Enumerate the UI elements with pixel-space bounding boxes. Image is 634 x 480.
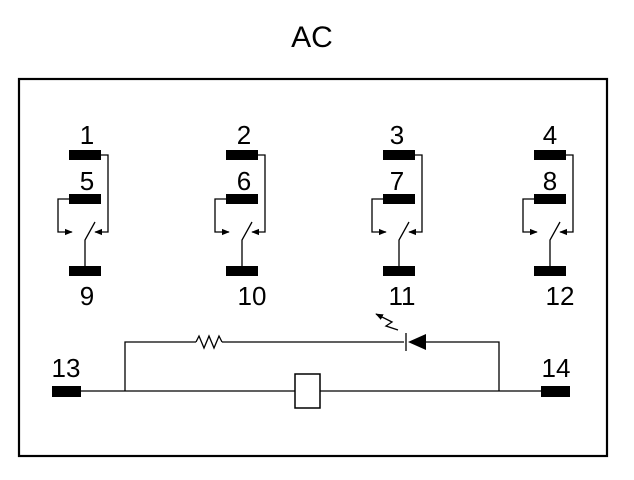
terminal-pad-7 (383, 194, 415, 204)
normally-open-wire (251, 154, 266, 236)
terminal-pad-11 (383, 266, 415, 276)
indicator-wire-right (426, 341, 500, 391)
relay-coil (294, 373, 321, 409)
terminal-label-5: 5 (80, 166, 94, 196)
switch-blade (549, 221, 561, 266)
normally-closed-wire (522, 198, 538, 236)
terminal-pad-13 (52, 386, 81, 397)
terminal-pad-8 (534, 194, 566, 204)
terminal-label-11: 11 (389, 281, 416, 311)
led-diode-symbol (408, 334, 426, 350)
diagram-title: AC (291, 21, 333, 54)
relay-housing-frame (17, 77, 609, 458)
terminal-label-12: 12 (546, 281, 575, 311)
terminal-label-14: 14 (542, 353, 571, 383)
terminal-pad-4 (534, 150, 566, 160)
terminal-pad-5 (69, 194, 101, 204)
terminal-pad-3 (383, 150, 415, 160)
terminal-pad-6 (226, 194, 258, 204)
terminal-label-4: 4 (543, 120, 557, 150)
terminal-label-10: 10 (238, 281, 267, 311)
terminal-label-9: 9 (80, 281, 94, 311)
terminal-pad-2 (226, 150, 258, 160)
terminal-label-2: 2 (237, 120, 251, 150)
terminal-label-3: 3 (390, 120, 404, 150)
normally-open-wire (94, 154, 109, 236)
normally-open-wire (408, 154, 423, 236)
normally-closed-wire (214, 198, 230, 236)
contact-pole-1 (57, 150, 109, 276)
light-emission-arrow (375, 313, 399, 331)
terminal-label-1: 1 (80, 120, 94, 150)
normally-closed-wire (57, 198, 73, 236)
indicator-wire-left (124, 341, 196, 391)
terminal-pad-10 (226, 266, 258, 276)
contact-pole-4 (522, 150, 574, 276)
switch-blade (84, 221, 96, 266)
contact-pole-3 (371, 150, 423, 276)
terminal-pad-1 (69, 150, 101, 160)
terminal-pad-9 (69, 266, 101, 276)
coil-circuit (52, 313, 570, 409)
normally-closed-wire (371, 198, 387, 236)
resistor-symbol (195, 334, 223, 350)
contact-pole-2 (214, 150, 266, 276)
terminal-label-8: 8 (543, 166, 557, 196)
terminal-label-6: 6 (237, 166, 251, 196)
terminal-pad-12 (534, 266, 566, 276)
terminal-label-13: 13 (52, 353, 81, 383)
switch-blade (241, 221, 253, 266)
normally-open-wire (559, 154, 574, 236)
terminal-pad-14 (541, 386, 570, 397)
switch-blade (398, 221, 410, 266)
terminal-label-7: 7 (390, 166, 404, 196)
